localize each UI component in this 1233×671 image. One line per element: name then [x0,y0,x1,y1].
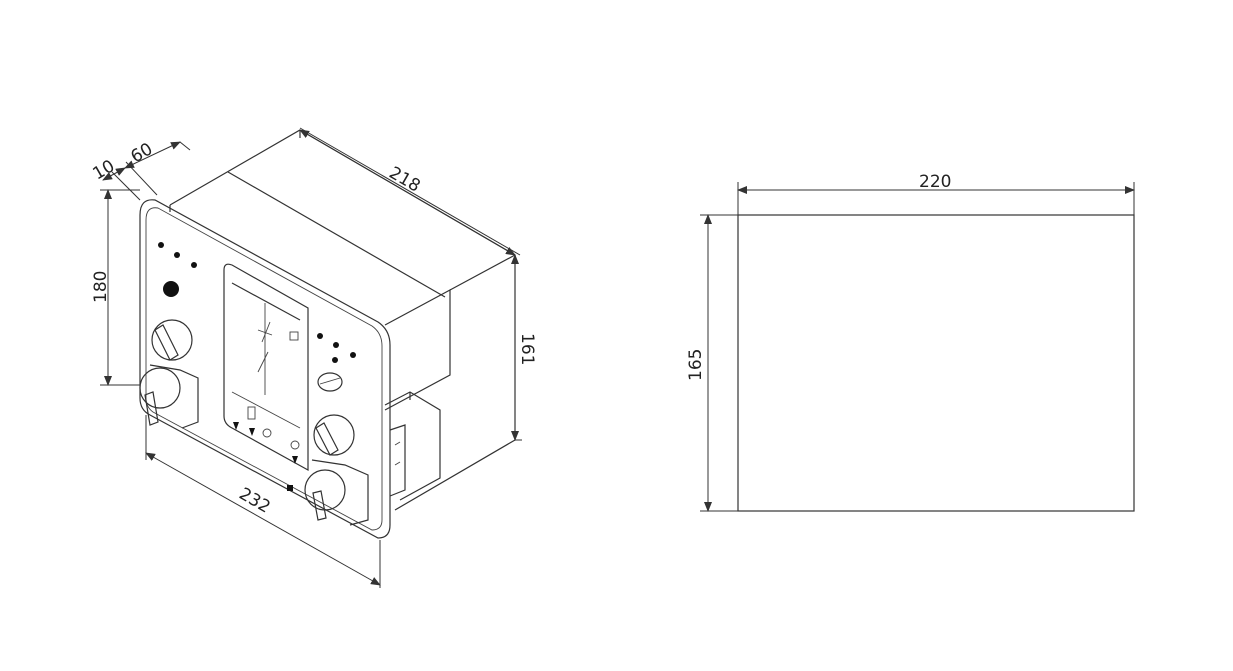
dim-label-161: 161 [517,333,537,365]
front-bezel [139,199,391,539]
device-isometric-view: 10 60 218 180 161 232 [90,127,537,588]
bottom-latch [287,485,293,491]
dim-label-180: 180 [91,271,111,303]
terminal-block [384,391,441,501]
indicator-leds-left [158,242,197,297]
dim-label-165: 165 [686,349,706,381]
panel-cutout-view: 220 165 [686,172,1135,512]
dim-label-220: 220 [919,172,951,192]
dim-label-232: 232 [236,484,274,518]
mimic-panel [223,263,309,472]
cutout-rectangle [737,214,1135,512]
dim-label-60: 60 [128,139,157,167]
indicator-leds-right [317,333,356,363]
right-rotary-switches [304,372,369,526]
left-rotary-switches [139,319,199,429]
dim-label-10: 10 [90,156,119,184]
dim-label-218: 218 [386,163,424,197]
